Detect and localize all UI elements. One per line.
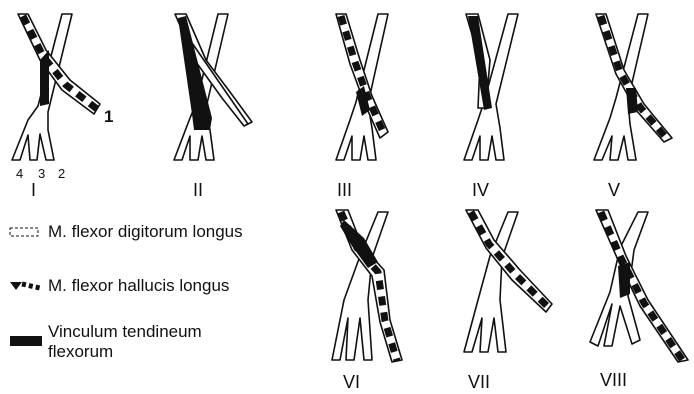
panel-I: 4 3 2 1 I [12, 14, 113, 200]
digit-3-label: 3 [38, 166, 45, 181]
legend-label-fhl: M. flexor hallucis longus [48, 276, 229, 296]
vinculum-V [626, 88, 638, 114]
panel-label-II: II [193, 180, 203, 200]
legend-label-vinculum-line2: flexorum [48, 342, 113, 362]
digit-2-label: 2 [58, 166, 65, 181]
legend-swatch-fdl [10, 228, 38, 236]
panel-label-I: I [31, 180, 36, 200]
panel-VIII: VIII [590, 210, 688, 390]
panel-label-VII: VII [468, 372, 490, 392]
vinculum-VIII [618, 262, 630, 298]
panel-label-IV: IV [472, 180, 489, 200]
panel-label-VIII: VIII [600, 370, 627, 390]
panel-VI: VI [332, 210, 402, 392]
panel-label-III: III [337, 180, 352, 200]
tendon-1-label: 1 [104, 107, 113, 126]
fdl-tendon-V [594, 14, 648, 160]
legend-swatch-vinculum [10, 336, 42, 346]
panel-IV: IV [464, 14, 518, 200]
panel-label-V: V [608, 180, 620, 200]
panel-II: II [174, 14, 252, 200]
panel-label-VI: VI [343, 372, 360, 392]
legend [10, 228, 42, 346]
legend-swatch-fhl [10, 282, 40, 290]
digit-4-label: 4 [16, 166, 23, 181]
panel-V: V [594, 14, 672, 200]
legend-label-fdl: M. flexor digitorum longus [48, 222, 243, 242]
panel-III: III [336, 14, 388, 200]
legend-label-vinculum-line1: Vinculum tendineum [48, 322, 202, 342]
panel-VII: VII [464, 210, 552, 392]
